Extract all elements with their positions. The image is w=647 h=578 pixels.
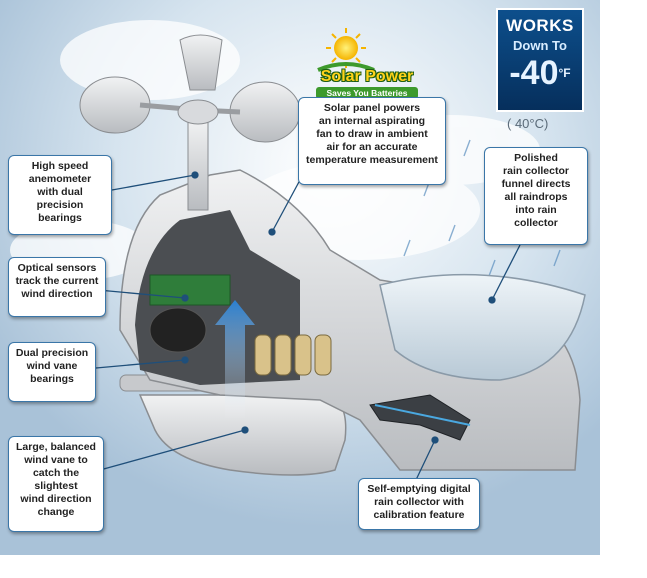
callout-rain-collector: Self-emptying digital rain collector wit…: [358, 478, 480, 530]
callout-solar-panel: Solar panel powers an internal aspiratin…: [298, 97, 446, 185]
leader-lines: [95, 171, 521, 483]
badge-temperature-value: -40: [509, 54, 559, 92]
temperature-badge: WORKS Down To -40°F: [496, 8, 584, 112]
solar-power-title: Solar Power: [320, 68, 414, 85]
sun-icon: [317, 28, 375, 72]
anemometer-mast: [187, 119, 209, 211]
wind-direction-sensor: [149, 307, 207, 353]
badge-temperature-unit: °F: [558, 66, 571, 80]
callout-solar-panel-text: Solar panel powers an internal aspiratin…: [306, 102, 438, 166]
callout-wind-vane-text: Large, balanced wind vane to catch the s…: [16, 441, 96, 518]
callout-anemometer-text: High speed anemometer with dual precisio…: [28, 160, 92, 224]
rain-funnel: [379, 273, 586, 381]
callout-optical-sensors: Optical sensors track the current wind d…: [8, 257, 106, 317]
badge-celsius: ( 40°C): [507, 116, 549, 131]
callout-rain-collector-text: Self-emptying digital rain collector wit…: [367, 483, 471, 521]
anemometer-cups: [79, 34, 301, 143]
batteries: [254, 334, 332, 376]
badge-temperature: -40°F: [498, 55, 582, 91]
callout-rain-funnel: Polished rain collector funnel directs a…: [484, 147, 588, 245]
callout-optical-sensors-text: Optical sensors track the current wind d…: [15, 262, 99, 300]
tipping-bucket: [369, 394, 471, 441]
callout-rain-funnel-text: Polished rain collector funnel directs a…: [501, 152, 571, 229]
callout-vane-bearings-text: Dual precision wind vane bearings: [15, 347, 89, 385]
callout-anemometer: High speed anemometer with dual precisio…: [8, 155, 112, 235]
solar-power-subtitle: Saves You Batteries: [316, 87, 418, 99]
badge-down-to-text: Down To: [513, 38, 567, 53]
callout-wind-vane: Large, balanced wind vane to catch the s…: [8, 436, 104, 532]
callout-vane-bearings: Dual precision wind vane bearings: [8, 342, 96, 402]
circuit-board: [149, 274, 231, 306]
badge-works-text: WORKS: [506, 16, 574, 35]
airflow-arrow: [215, 300, 255, 420]
